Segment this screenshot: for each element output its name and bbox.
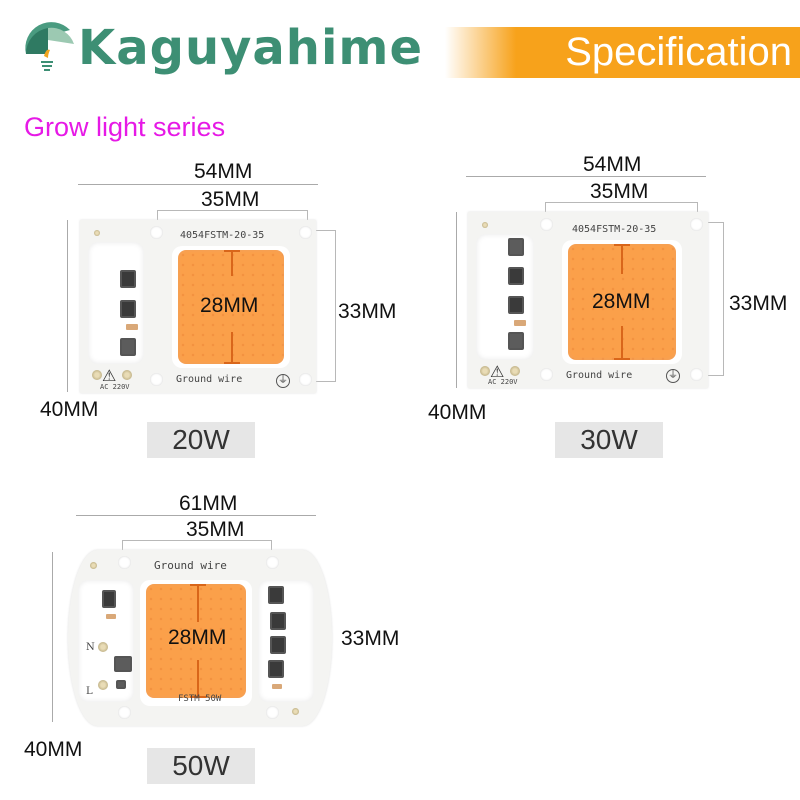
banner-title: Specification <box>565 30 792 74</box>
mount-hole <box>299 373 312 386</box>
board-30w-group: 54MM 35MM 33MM 40MM ⚠ AC 220V 4054FSTM-2… <box>420 140 800 470</box>
watt-badge: 30W <box>555 422 663 458</box>
width-dim-label: 61MM <box>179 492 238 515</box>
height-dim-line <box>456 212 457 388</box>
logo-icon <box>20 14 76 80</box>
chip-dim-label: 28MM <box>200 294 259 317</box>
ground-silk: Ground wire <box>176 374 243 385</box>
board-50w-group: 61MM 35MM 33MM 40MM Ground wire N L 28MM… <box>0 480 420 800</box>
ground-icon: ⏚ <box>276 374 290 388</box>
chip-dim-label: 28MM <box>168 626 227 649</box>
model-silk: 4054FSTM-20-35 <box>572 224 657 235</box>
mount-hole <box>690 218 703 231</box>
model-silk: 4054FSTM-20-35 <box>180 230 265 241</box>
chip-dim-label: 28MM <box>592 290 651 313</box>
height-hole-label: 33MM <box>341 627 400 650</box>
mount-hole <box>118 556 131 569</box>
ground-silk: Ground wire <box>566 370 633 381</box>
width-dim-line <box>466 176 706 177</box>
driver-cover <box>476 234 534 360</box>
watt-badge: 50W <box>147 748 255 784</box>
l-label: L <box>86 686 93 697</box>
ground-silk: Ground wire <box>154 559 227 572</box>
mount-hole <box>266 706 279 719</box>
width-dim-label: 54MM <box>194 160 253 183</box>
hole-spacing-label: 35MM <box>201 188 260 211</box>
mount-hole <box>540 368 553 381</box>
height-hole-bracket <box>310 230 336 382</box>
ground-icon: ⏚ <box>666 369 680 383</box>
hole-spacing-label: 35MM <box>590 180 649 203</box>
mount-hole <box>150 226 163 239</box>
cob-board: ⚠ AC 220V 4054FSTM-20-35 28MM Ground wir… <box>80 220 316 393</box>
watt-badge: 20W <box>147 422 255 458</box>
warning-icon: ⚠ <box>490 364 505 381</box>
width-dim-line <box>76 515 316 516</box>
mount-hole <box>690 368 703 381</box>
voltage-silk: AC 220V <box>488 378 518 386</box>
mount-hole <box>299 226 312 239</box>
height-hole-label: 33MM <box>338 300 397 323</box>
mount-hole <box>150 373 163 386</box>
spec-banner: Specification <box>445 27 800 78</box>
height-dim-label: 40MM <box>40 398 99 421</box>
cob-board: Ground wire N L 28MM FSTM 50W <box>68 550 332 726</box>
width-dim-line <box>78 184 318 185</box>
height-dim-label: 40MM <box>24 738 83 761</box>
led-chip <box>146 584 246 698</box>
height-dim-label: 40MM <box>428 401 487 424</box>
width-dim-label: 54MM <box>583 153 642 176</box>
mount-hole <box>266 556 279 569</box>
height-dim-line <box>67 220 68 392</box>
series-title: Grow light series <box>24 112 226 142</box>
hole-spacing-label: 35MM <box>186 518 245 541</box>
mount-hole <box>118 706 131 719</box>
model-silk: FSTM 50W <box>178 694 222 704</box>
warning-icon: ⚠ <box>102 368 117 385</box>
mount-hole <box>540 218 553 231</box>
board-20w-group: 54MM 35MM 33MM 40MM ⚠ AC 220V 4054FSTM-2… <box>0 150 420 470</box>
n-label: N <box>86 642 95 653</box>
height-hole-bracket <box>702 222 724 376</box>
driver-cover-right <box>258 580 314 702</box>
brand-name: Kaguyahime <box>78 20 423 76</box>
voltage-silk: AC 220V <box>100 383 130 391</box>
height-hole-label: 33MM <box>729 292 788 315</box>
height-dim-line <box>52 552 53 722</box>
cob-board: ⚠ AC 220V 4054FSTM-20-35 28MM Ground wir… <box>468 212 708 388</box>
